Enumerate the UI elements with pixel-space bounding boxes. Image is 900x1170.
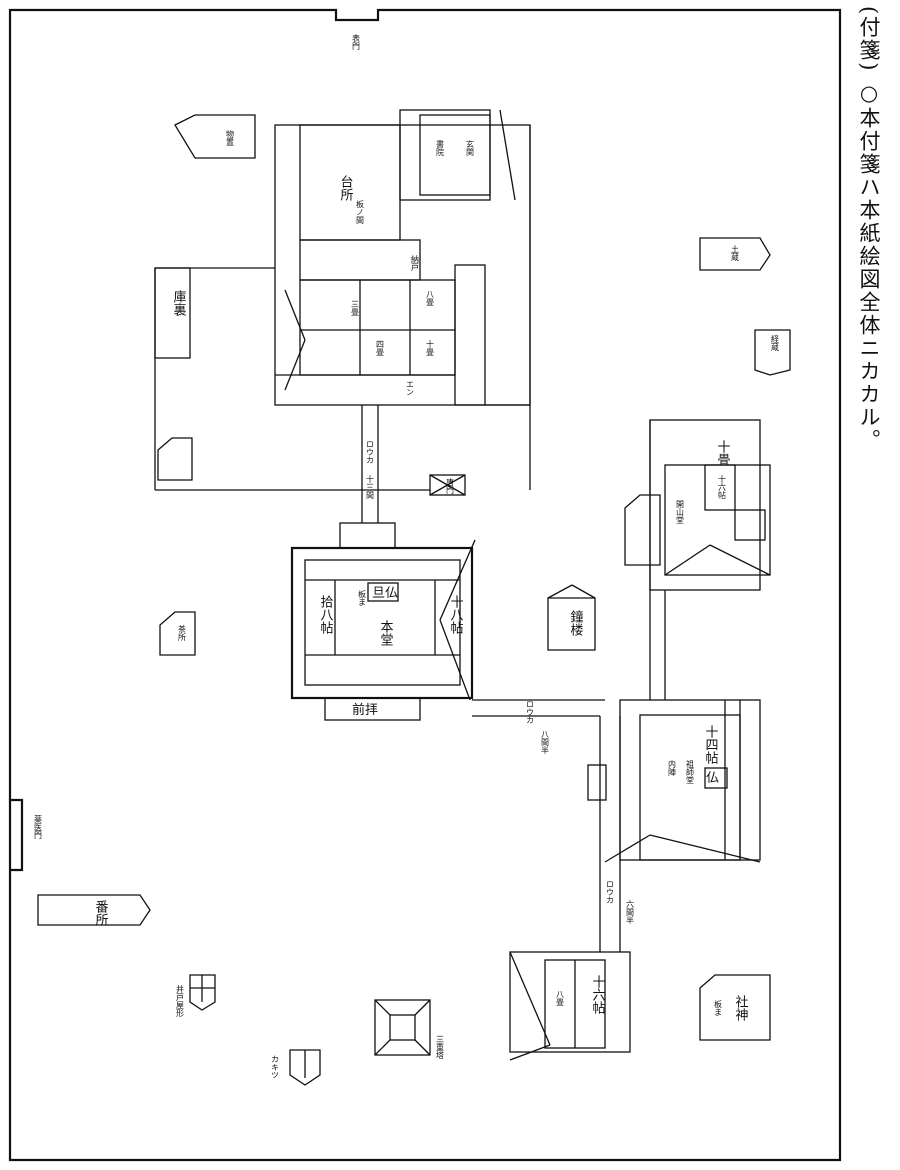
svg-text:十三間: 十三間 (366, 474, 375, 500)
corridor-13: ロウカ 十三間 (361, 405, 379, 523)
pagoda: 三重塔 (374, 999, 445, 1060)
svg-text:カキツ: カキツ (271, 1055, 280, 1079)
shoin-label: 庫裏 (171, 290, 187, 317)
svg-text:ロウカ: ロウカ (366, 440, 375, 464)
svg-text:土蔵: 土蔵 (731, 244, 740, 262)
svg-text:書院: 書院 (436, 139, 445, 157)
svg-text:経蔵: 経蔵 (771, 334, 780, 352)
svg-text:三重塔: 三重塔 (436, 1035, 445, 1060)
svg-text:板ま: 板ま (358, 589, 367, 606)
kuri-complex: 台所 板ノ間 三畳 四畳 十畳 八畳 納戸 書院 玄関 エン (274, 109, 531, 406)
chasho: 茶所 (159, 611, 196, 656)
storehouse-upper-left: 物置 (174, 114, 256, 159)
sticky-note-text: (付箋) ○本付箋ハ本紙絵図全体ニカカル。 (857, 6, 881, 453)
soshido-label: 祖師堂 (686, 759, 695, 784)
shoro: 鐘楼 (547, 584, 596, 651)
svg-text:ロウカ: ロウカ (526, 700, 535, 724)
corridor-8: ロウカ 八間半 (472, 699, 605, 755)
svg-text:内陣: 内陣 (668, 759, 677, 777)
svg-text:八間半: 八間半 (541, 730, 550, 755)
svg-text:八畳: 八畳 (556, 990, 565, 1006)
kakitsu: カキツ (271, 1049, 321, 1086)
maehai-label: 前拝 (352, 702, 378, 718)
hall-left-room: 拾八帖 (318, 595, 334, 634)
corridor-6: ロウカ 六間半 (599, 716, 635, 952)
svg-text:板ま: 板ま (714, 999, 723, 1016)
svg-text:社神: 社神 (733, 994, 749, 1021)
svg-text:玄関: 玄関 (466, 139, 475, 157)
svg-text:十畳: 十畳 (715, 440, 731, 466)
svg-text:鐘楼: 鐘楼 (568, 609, 584, 636)
top-gate-label: 表門 (352, 33, 361, 51)
svg-text:唐門: 唐門 (446, 477, 455, 495)
svg-text:旦: 旦 (372, 586, 385, 601)
site-boundary (8, 8, 842, 1162)
kaisando: 十畳 十六帖 開山堂 (624, 419, 771, 591)
soshido: 十四帖 内陣 祖師堂 仏 (604, 699, 761, 863)
svg-text:六間半: 六間半 (626, 899, 635, 925)
svg-text:八畳: 八畳 (426, 290, 435, 306)
svg-text:仏: 仏 (385, 586, 398, 601)
karamon: 唐門 (429, 474, 466, 496)
svg-text:茶所: 茶所 (178, 624, 187, 642)
svg-text:仏: 仏 (706, 771, 719, 786)
left-wing: 庫裏 (154, 267, 430, 491)
svg-text:ロウカ: ロウカ (606, 880, 615, 904)
yakuimon-label: 薬医門 (34, 814, 43, 840)
daidokoro-label: 台所 (338, 175, 354, 201)
svg-text:開山堂: 開山堂 (676, 500, 685, 524)
hall-right-room: 十八帖 (448, 595, 464, 634)
kura-right: 土蔵 (699, 237, 771, 271)
svg-text:十畳: 十畳 (426, 339, 435, 356)
svg-text:十六帖: 十六帖 (590, 975, 606, 1014)
svg-text:番所: 番所 (93, 900, 109, 926)
hondo-label: 本堂 (378, 620, 394, 646)
svg-text:十六帖: 十六帖 (718, 474, 727, 500)
svg-text:納戸: 納戸 (411, 254, 420, 272)
bansho: 番所 (37, 894, 151, 926)
svg-text:物置: 物置 (226, 129, 235, 146)
shrine: 社神 板ま (699, 974, 771, 1041)
svg-text:十四帖: 十四帖 (703, 725, 719, 764)
svg-text:三畳: 三畳 (351, 300, 360, 316)
lower-complex: 十六帖 八畳 (509, 951, 631, 1061)
well: 井戸屋形 (176, 974, 216, 1018)
svg-text:井戸屋形: 井戸屋形 (176, 984, 185, 1018)
svg-text:エン: エン (406, 380, 415, 396)
main-hall: 拾八帖 十八帖 本堂 旦 仏 板ま 前拝 (290, 522, 476, 721)
svg-text:四畳: 四畳 (376, 340, 385, 356)
svg-text:板ノ間: 板ノ間 (356, 199, 365, 225)
kyozo-right: 経蔵 (754, 329, 791, 376)
